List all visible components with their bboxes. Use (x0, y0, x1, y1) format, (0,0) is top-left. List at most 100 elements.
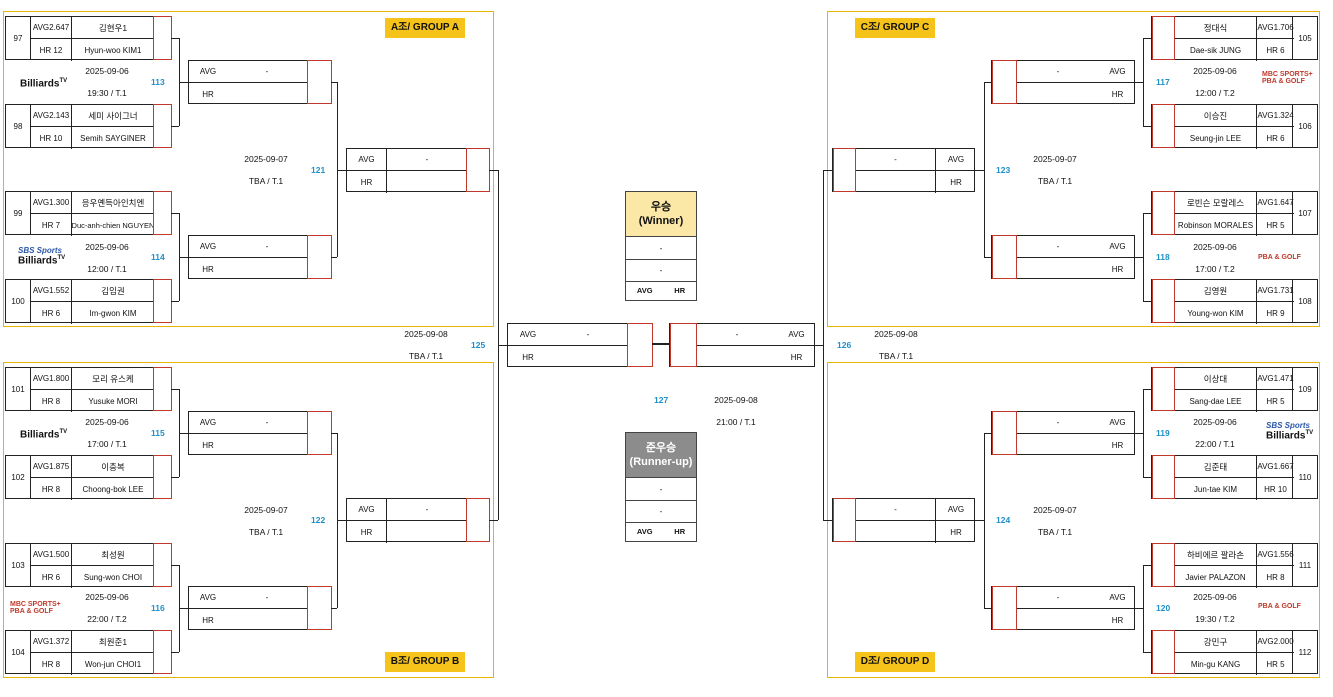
match-127-number: 127 (654, 395, 669, 405)
avg-label: AVG (936, 499, 976, 521)
slot-122-result[interactable]: AVG HR - (346, 498, 490, 543)
player-card-107[interactable]: 로빈슨 모랄레스 Robinson MORALES AVG1.647 HR 5 … (1151, 191, 1318, 236)
player-hr: HR 6 (31, 566, 72, 588)
slot-114-result[interactable]: AVG HR - (188, 235, 332, 279)
slot-119-result[interactable]: - AVG HR (991, 411, 1136, 455)
mbc-sports-logo: MBC SPORTS+ (10, 601, 61, 608)
bracket-line (331, 433, 337, 434)
player-name-kor: 최원준1 (72, 631, 154, 653)
avg-label: AVG (508, 324, 548, 346)
match-120-time: 19:30 / T.2 (1195, 614, 1235, 624)
match-118-number: 118 (1156, 252, 1170, 262)
player-card-108[interactable]: 김영원 Young-won KIM AVG1.731 HR 9 108 (1151, 279, 1318, 324)
runner-up-header: 준우승 (Runner-up) (626, 433, 696, 478)
player-hr: HR 6 (1266, 133, 1285, 143)
player-card-99[interactable]: 99 AVG1.300 HR 7 응우옌득아인치엔 Duc-anh-chien … (5, 191, 172, 236)
bracket-line (179, 433, 188, 434)
player-avg: AVG1.556 (1257, 544, 1294, 566)
match-118-time: 17:00 / T.2 (1195, 264, 1235, 274)
score-cell (833, 498, 856, 542)
logo-sup: TV (57, 255, 66, 261)
winner-name: - (227, 236, 307, 258)
sbs-billiards-logo: SBS Sports BilliardsTV (18, 246, 65, 266)
slot-120-result[interactable]: - AVG HR (991, 586, 1136, 630)
match-127-date: 2025-09-08 (714, 395, 758, 405)
slot-118-result[interactable]: - AVG HR (991, 235, 1136, 279)
logo-text: Billiards (1266, 430, 1306, 442)
player-card-103[interactable]: 103 AVG1.500 HR 6 최성원 Sung-won CHOI (5, 543, 172, 588)
bracket-line (1143, 565, 1144, 652)
bracket-line (984, 608, 991, 609)
bracket-line (498, 345, 507, 346)
slot-124-result[interactable]: - AVG HR (832, 498, 976, 543)
winner-name: - (1017, 412, 1099, 434)
logo-sup: TV (59, 78, 68, 84)
winner-name: - (856, 499, 936, 521)
winner-hr-label: HR (674, 285, 686, 295)
score-cell (833, 148, 856, 192)
score-cell (307, 586, 332, 630)
match-123-number: 123 (996, 165, 1011, 175)
runner-up-box: 준우승 (Runner-up) - - AVG HR (625, 432, 697, 542)
seed-number: 103 (6, 544, 31, 586)
match-124-number: 124 (996, 515, 1011, 525)
avg-label: AVG (189, 412, 227, 434)
score-cell (1152, 455, 1175, 499)
player-card-97[interactable]: 97 AVG2.647 HR 12 김현우1 Hyun-woo KIM1 (5, 16, 172, 61)
match-126-time: TBA / T.1 (878, 351, 914, 361)
avg-label: AVG (777, 324, 816, 346)
player-card-106[interactable]: 이승진 Seung-jin LEE AVG1.324 HR 6 106 (1151, 104, 1318, 149)
match-125-date: 2025-09-08 (404, 329, 448, 339)
match-125-time: TBA / T.1 (408, 351, 444, 361)
player-card-100[interactable]: 100 AVG1.552 HR 6 김임권 Im-gwon KIM (5, 279, 172, 324)
slot-126-result[interactable]: - AVG HR (669, 323, 816, 367)
slot-113-result[interactable]: AVG HR - (188, 60, 332, 104)
slot-117-result[interactable]: - AVG HR (991, 60, 1136, 104)
bracket-line (1143, 389, 1144, 477)
match-119-number: 119 (1156, 428, 1170, 438)
hr-label: HR (1111, 440, 1124, 450)
hr-label: HR (202, 615, 214, 625)
seed-number: 106 (1292, 105, 1317, 147)
slot-116-result[interactable]: AVG HR - (188, 586, 332, 630)
player-name-eng: Won-jun CHOI1 (84, 659, 142, 669)
player-card-109[interactable]: 이상대 Sang-dae LEE AVG1.471 HR 5 109 (1151, 367, 1318, 412)
player-card-105[interactable]: 정대식 Dae-sik JUNG AVG1.706 HR 6 105 (1151, 16, 1318, 61)
score-cell (153, 279, 172, 323)
seed-number: 99 (6, 192, 31, 234)
winner-title-eng: (Winner) (638, 215, 684, 227)
match-117-date: 2025-09-06 (1193, 66, 1237, 76)
match-124-date: 2025-09-07 (1033, 505, 1077, 515)
hr-label: HR (202, 89, 214, 99)
player-card-101[interactable]: 101 AVG1.800 HR 8 모리 유스케 Yusuke MORI (5, 367, 172, 412)
player-card-102[interactable]: 102 AVG1.875 HR 8 이충복 Choong-bok LEE (5, 455, 172, 500)
bracket-line (1143, 213, 1151, 214)
player-hr: HR 9 (1266, 308, 1285, 318)
bracket-line (171, 126, 179, 127)
player-card-110[interactable]: 김준태 Jun-tae KIM AVG1.667 HR 10 110 (1151, 455, 1318, 500)
winner-name: - (1017, 587, 1099, 609)
mbc-pba-logo: MBC SPORTS+ PBA & GOLF (10, 601, 61, 615)
hr-label: HR (202, 440, 214, 450)
bracket-line (171, 565, 179, 566)
match-120-date: 2025-09-06 (1193, 592, 1237, 602)
runner-up-title-kor: 준우승 (645, 442, 677, 454)
slot-121-result[interactable]: AVG HR - (346, 148, 490, 193)
player-hr: HR 8 (31, 390, 72, 412)
player-name-eng: Duc-anh-chien NGUYEN (72, 220, 154, 230)
logo-text: Billiards (20, 78, 60, 90)
player-name-kor: 로빈슨 모랄레스 (1175, 192, 1257, 214)
player-name-kor: 세미 사이그너 (72, 105, 154, 127)
match-126-date: 2025-09-08 (874, 329, 918, 339)
player-card-104[interactable]: 104 AVG1.372 HR 8 최원준1 Won-jun CHOI1 (5, 630, 172, 675)
score-cell (466, 498, 490, 542)
player-card-111[interactable]: 하비에르 팔라손 Javier PALAZON AVG1.556 HR 8 11… (1151, 543, 1318, 588)
player-name-eng: Min-gu KANG (1175, 653, 1257, 675)
slot-115-result[interactable]: AVG HR - (188, 411, 332, 455)
match-117-time: 12:00 / T.2 (1195, 88, 1235, 98)
group-a-frame (3, 11, 494, 327)
slot-125-result[interactable]: AVG HR - (507, 323, 653, 367)
player-card-98[interactable]: 98 AVG2.143 HR 10 세미 사이그너 Semih SAYGINER (5, 104, 172, 149)
slot-123-result[interactable]: - AVG HR (832, 148, 976, 193)
player-card-112[interactable]: 강민구 Min-gu KANG AVG2.000 HR 5 112 (1151, 630, 1318, 675)
